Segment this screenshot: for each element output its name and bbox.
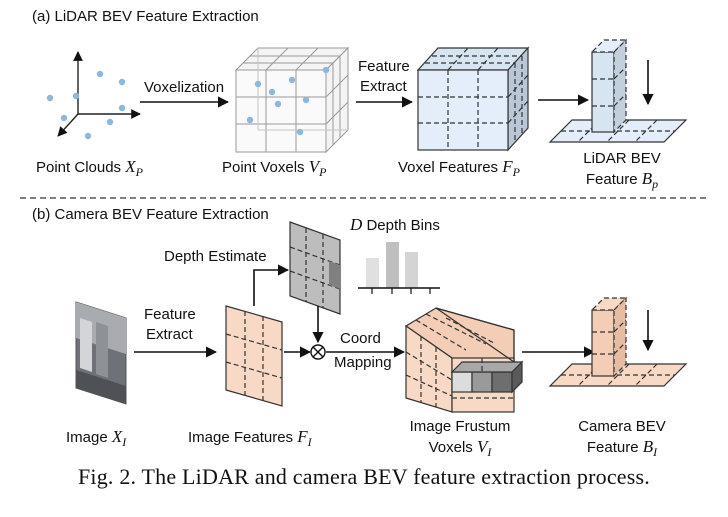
point-cloud: [46, 70, 126, 140]
point-dot: [254, 80, 262, 88]
point-dot: [72, 92, 80, 100]
image-features-label: Image Features FI: [188, 427, 312, 450]
figure-caption: Fig. 2. The LiDAR and camera BEV feature…: [77, 464, 650, 489]
point-dot: [96, 70, 104, 78]
input-image: [75, 301, 127, 405]
lidar-bev-feature: [548, 38, 688, 143]
coord-mapping-label-2: Mapping: [334, 354, 392, 371]
depth-bins-label: D Depth Bins: [350, 215, 440, 235]
voxel-points: [246, 66, 330, 136]
point-dot: [84, 132, 92, 140]
camera-feature-extract-label-2: Extract: [146, 326, 193, 343]
camera-bev-feature: [548, 296, 688, 387]
voxelization-label: Voxelization: [144, 79, 225, 96]
frustum-label-2: Voxels VI: [428, 437, 492, 460]
point-dot: [268, 88, 276, 96]
frustum-voxels: [404, 307, 524, 413]
camera-bev-label-2: Feature BI: [586, 437, 658, 460]
frustum-label-1: Image Frustum: [409, 418, 511, 435]
point-dot: [118, 104, 126, 112]
depth-distribution-panel: [289, 221, 341, 315]
depth-bins-histogram: [358, 242, 440, 294]
point-voxels-label: Point Voxels VP: [222, 157, 327, 180]
point-dot: [46, 94, 54, 102]
lidar-feature-extract-label-1: Feature: [358, 58, 410, 75]
multiply-icon: [310, 344, 326, 360]
axes-icon: [57, 51, 141, 137]
point-voxels-cube: [234, 46, 350, 154]
voxel-features-cube: [416, 46, 530, 152]
point-dot: [118, 78, 126, 86]
point-clouds-label: Point Clouds XP: [36, 157, 143, 180]
depth-estimate-arrow: [253, 264, 290, 306]
depth-estimate-label: Depth Estimate: [164, 248, 267, 265]
point-dot: [322, 66, 330, 74]
point-dot: [60, 114, 68, 122]
point-dot: [288, 76, 296, 84]
lidar-feature-extract-label-2: Extract: [360, 78, 407, 95]
camera-bev-label-1: Camera BEV: [578, 418, 666, 435]
image-features-panel: [225, 305, 283, 407]
point-dot: [296, 128, 304, 136]
point-dot: [274, 100, 282, 108]
point-dot: [302, 96, 310, 104]
point-dot: [106, 118, 114, 126]
voxel-features-label: Voxel Features FP: [398, 157, 520, 180]
lidar-bev-label-1: LiDAR BEV: [583, 150, 661, 167]
section-a-title: (a) LiDAR BEV Feature Extraction: [32, 8, 259, 25]
section-b-title: (b) Camera BEV Feature Extraction: [32, 206, 269, 223]
coord-mapping-label-1: Coord: [340, 330, 381, 347]
lidar-bev-label-2: Feature Bp: [585, 169, 659, 192]
camera-feature-extract-label-1: Feature: [144, 306, 196, 323]
point-dot: [246, 116, 254, 124]
image-label: Image XI: [66, 427, 127, 450]
